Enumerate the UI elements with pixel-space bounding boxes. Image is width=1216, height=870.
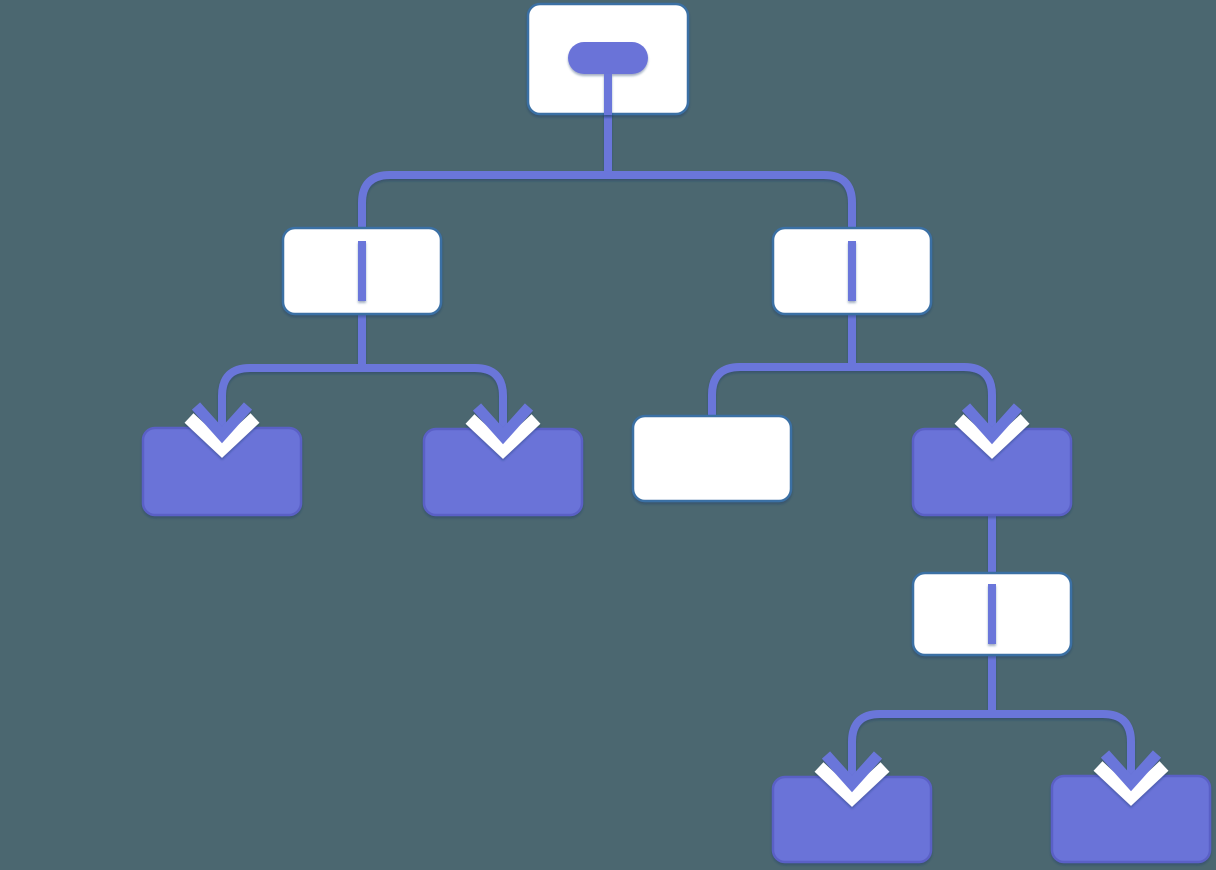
- collapse-chevron-icon[interactable]: [184, 402, 260, 458]
- collapse-chevron-icon[interactable]: [465, 403, 541, 459]
- chevron-purple: [821, 751, 883, 793]
- connector-bus: [358, 171, 856, 235]
- collapse-chevron-icon[interactable]: [1093, 750, 1169, 806]
- chevron-purple: [472, 403, 534, 445]
- connector-root: [358, 108, 856, 235]
- connector-branch-left: [218, 308, 507, 439]
- node-leaf-right-open[interactable]: [631, 414, 793, 503]
- chevron-purple: [961, 403, 1023, 445]
- collapse-chevron-icon[interactable]: [814, 751, 890, 807]
- chevron-white: [184, 413, 260, 458]
- chevron-white: [814, 762, 890, 807]
- connector-layer: [218, 108, 1135, 787]
- collapse-chevron-icon[interactable]: [954, 403, 1030, 459]
- chevron-purple: [191, 402, 253, 444]
- glyph-layer: [184, 42, 1169, 807]
- connector-pass-right: [848, 649, 1135, 787]
- chevron-purple: [1100, 750, 1162, 792]
- connector-branch-right: [708, 308, 996, 439]
- chevron-white: [465, 414, 541, 459]
- root-topic-pill: [568, 42, 648, 74]
- node-layer: [141, 2, 1212, 864]
- chevron-white: [954, 414, 1030, 459]
- root-topic-icon: [568, 42, 648, 115]
- node-leaf-right-open-box[interactable]: [631, 414, 793, 503]
- connector-bus: [218, 364, 507, 439]
- chevron-white: [1093, 761, 1169, 806]
- connector-bus: [708, 363, 996, 439]
- connector-bus: [848, 710, 1135, 787]
